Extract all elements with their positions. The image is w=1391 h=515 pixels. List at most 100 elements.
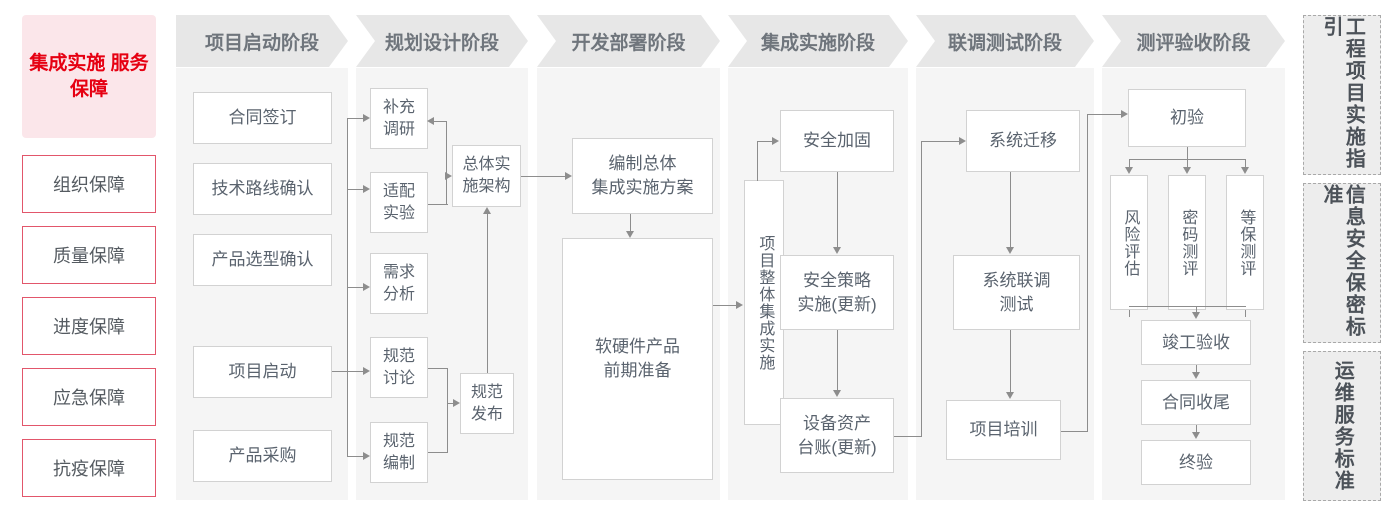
- phase-header-2[interactable]: 规划设计阶段: [356, 15, 528, 67]
- connector: [837, 330, 839, 390]
- standard-label: 信息安全保密标准: [1320, 184, 1365, 338]
- connector: [487, 213, 489, 373]
- standard-engineering-project-guide[interactable]: 工程项目实施指引: [1303, 15, 1381, 175]
- connector: [428, 452, 447, 454]
- arrowhead: [363, 184, 370, 193]
- standard-information-security-confidentiality[interactable]: 信息安全保密标准: [1303, 183, 1381, 343]
- arrowhead: [1240, 167, 1249, 174]
- connector: [630, 214, 632, 232]
- connector: [1010, 172, 1012, 248]
- arrowhead: [453, 398, 460, 407]
- standard-label: 工程项目实施指引: [1320, 16, 1365, 170]
- node-hw-sw-preparation[interactable]: 软硬件产品 前期准备: [562, 238, 713, 480]
- node-system-migration[interactable]: 系统迁移: [966, 110, 1080, 172]
- connector: [894, 436, 922, 438]
- node-security-hardening[interactable]: 安全加固: [780, 110, 894, 172]
- node-cryptography-evaluation[interactable]: 密码测评: [1168, 175, 1206, 310]
- connector: [713, 305, 738, 307]
- arrowhead: [832, 247, 841, 254]
- guarantee-item-schedule[interactable]: 进度保障: [22, 297, 156, 355]
- connector: [428, 368, 447, 370]
- node-preliminary-acceptance[interactable]: 初验: [1128, 89, 1246, 147]
- connector: [347, 287, 365, 289]
- connector: [347, 189, 365, 191]
- connector: [446, 121, 448, 205]
- node-project-kickoff[interactable]: 项目启动: [193, 346, 332, 398]
- node-requirement-analysis[interactable]: 需求 分析: [370, 253, 428, 314]
- node-system-joint-debug-test[interactable]: 系统联调 测试: [953, 255, 1080, 330]
- arrowhead: [625, 231, 634, 238]
- node-contract-signing[interactable]: 合同签订: [193, 92, 332, 144]
- connector: [757, 141, 759, 181]
- node-overall-project-integration[interactable]: 项目整体集成实施: [744, 180, 784, 425]
- connector: [428, 204, 448, 206]
- connector: [921, 141, 961, 143]
- connector: [1010, 330, 1012, 392]
- node-project-training[interactable]: 项目培训: [946, 400, 1061, 460]
- connector: [521, 176, 567, 178]
- node-supplementary-research[interactable]: 补充 调研: [370, 88, 428, 149]
- node-draft-overall-integration-plan[interactable]: 编制总体 集成实施方案: [572, 138, 713, 214]
- arrowhead: [1005, 392, 1014, 399]
- arrowhead: [363, 451, 370, 460]
- node-equipment-asset-ledger[interactable]: 设备资产 台账(更新): [780, 398, 894, 473]
- guarantee-item-epidemic[interactable]: 抗疫保障: [22, 439, 156, 497]
- connector: [1196, 365, 1198, 373]
- node-standard-release[interactable]: 规范 发布: [460, 373, 514, 434]
- arrowhead: [772, 136, 779, 145]
- node-overall-implementation-architecture[interactable]: 总体实 施架构: [452, 145, 521, 207]
- arrowhead: [1121, 109, 1128, 118]
- connector: [1245, 310, 1247, 317]
- node-tech-route-confirm[interactable]: 技术路线确认: [193, 163, 332, 215]
- arrowhead: [1182, 167, 1191, 174]
- connector: [447, 403, 455, 405]
- guarantee-item-emergency[interactable]: 应急保障: [22, 368, 156, 426]
- connector: [430, 121, 446, 123]
- arrowhead: [1191, 432, 1200, 439]
- node-standard-discussion[interactable]: 规范 讨论: [370, 337, 428, 398]
- arrowhead: [363, 113, 370, 122]
- standard-operation-maintenance-service[interactable]: 运维服务标准: [1303, 351, 1381, 501]
- connector: [332, 371, 360, 373]
- guarantee-title: 集成实施 服务保障: [22, 15, 156, 138]
- node-standard-drafting[interactable]: 规范 编制: [370, 422, 428, 483]
- node-adaptation-experiment[interactable]: 适配 实验: [370, 172, 428, 233]
- phase-header-3[interactable]: 开发部署阶段: [537, 15, 720, 67]
- arrowhead: [427, 116, 434, 125]
- phase-header-4[interactable]: 集成实施阶段: [728, 15, 908, 67]
- connector: [837, 172, 839, 248]
- arrowhead: [565, 171, 572, 180]
- guarantee-item-quality[interactable]: 质量保障: [22, 226, 156, 284]
- node-security-policy-implementation[interactable]: 安全策略 实施(更新): [780, 255, 894, 330]
- node-contract-closeout[interactable]: 合同收尾: [1141, 380, 1251, 425]
- node-risk-assessment[interactable]: 风险评估: [1110, 175, 1148, 310]
- connector: [1245, 159, 1247, 168]
- node-final-acceptance[interactable]: 终验: [1141, 440, 1251, 485]
- connector: [1196, 425, 1198, 433]
- connector: [1129, 159, 1131, 168]
- arrowhead: [736, 300, 743, 309]
- phase-header-1[interactable]: 项目启动阶段: [176, 15, 348, 67]
- arrowhead: [363, 366, 370, 375]
- connector: [347, 371, 365, 373]
- node-product-selection-confirm[interactable]: 产品选型确认: [193, 234, 332, 286]
- connector: [1129, 306, 1246, 308]
- arrowhead: [959, 136, 966, 145]
- arrowhead: [1191, 372, 1200, 379]
- connector: [1187, 147, 1189, 160]
- phase-header-5[interactable]: 联调测试阶段: [916, 15, 1094, 67]
- arrowhead: [482, 207, 491, 214]
- standard-label: 运维服务标准: [1331, 360, 1354, 492]
- node-completion-acceptance[interactable]: 竣工验收: [1141, 320, 1251, 365]
- node-classified-protection-evaluation[interactable]: 等保测评: [1226, 175, 1264, 310]
- phase-header-6[interactable]: 测评验收阶段: [1102, 15, 1285, 67]
- arrowhead: [1124, 167, 1133, 174]
- guarantee-item-organization[interactable]: 组织保障: [22, 155, 156, 213]
- node-product-procurement[interactable]: 产品采购: [193, 430, 332, 482]
- arrowhead: [445, 171, 452, 180]
- connector: [1061, 431, 1088, 433]
- connector: [1087, 114, 1123, 116]
- connector: [1187, 159, 1189, 168]
- arrowhead: [363, 282, 370, 291]
